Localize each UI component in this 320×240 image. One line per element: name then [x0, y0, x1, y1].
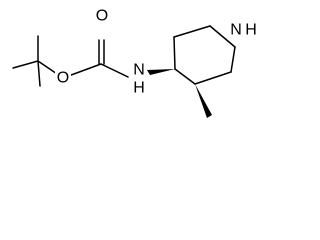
ring-hydrogen-label: H [245, 22, 257, 39]
bond-ring-c6-c5 [173, 25, 211, 38]
bond-ring-c3-c2 [194, 71, 232, 85]
bond-cq-methyl-left [12, 60, 39, 69]
bond-carbonyl-carbon-nitrogen [100, 63, 129, 78]
carbamate-nitrogen-label: N [133, 62, 145, 79]
ring-nitrogen-label: N [230, 22, 242, 39]
bond-ring-c4-c3 [174, 68, 196, 85]
bond-ring-n1-c6 [209, 25, 236, 48]
carbamate-nitrogen-label-bg [132, 62, 146, 96]
chemical-structure: O O N H N H [12, 7, 258, 118]
carbonyl-oxygen-label-bg [94, 7, 110, 25]
carbonyl-oxygen-label: O [96, 8, 108, 25]
ester-oxygen-label-bg [55, 70, 71, 87]
ring-nitrogen-label-bg [230, 22, 258, 39]
ester-oxygen-label: O [57, 70, 69, 87]
wedge-bond-c4-nitrogen [147, 69, 175, 75]
bond-cq-methyl-bottom [37, 60, 41, 87]
wedge-bond-c3-methyl [195, 84, 212, 118]
bond-ring-c5-c4 [173, 36, 176, 70]
carbamate-hydrogen-label: H [133, 80, 145, 97]
bond-ring-c2-n1 [230, 46, 236, 73]
